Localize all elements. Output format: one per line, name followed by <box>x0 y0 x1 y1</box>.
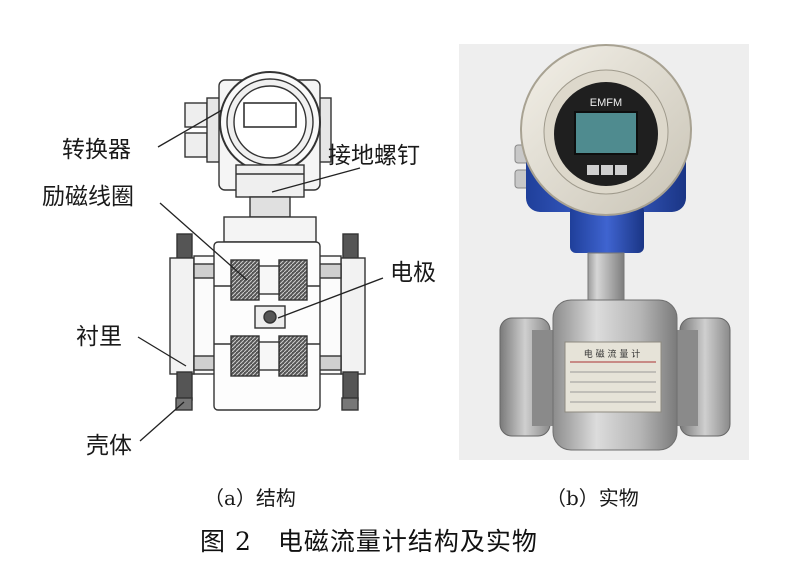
structure-drawing <box>169 71 366 411</box>
label-liner: 衬里 <box>76 324 122 350</box>
label-electrode: 电极 <box>390 260 436 286</box>
product-photo: EMFM 电 磁 流 量 计 <box>459 44 749 460</box>
brand-mark: EMFM <box>590 97 622 109</box>
label-excitation-coil: 励磁线圈 <box>42 184 134 210</box>
leader-lines <box>137 109 384 442</box>
electrode <box>254 305 286 329</box>
figure-caption: 图 2 电磁流量计结构及实物 <box>200 527 538 556</box>
nameplate-title: 电 磁 流 量 计 <box>584 348 640 360</box>
subcaption-a: （a）结构 <box>204 486 296 510</box>
excitation-coils <box>230 259 308 377</box>
flanges <box>169 233 366 411</box>
label-housing: 壳体 <box>86 433 132 459</box>
subcaption-b: （b）实物 <box>546 486 639 510</box>
label-ground-screw: 接地螺钉 <box>328 143 420 169</box>
converter-head <box>184 71 332 243</box>
label-converter: 转换器 <box>62 137 131 163</box>
